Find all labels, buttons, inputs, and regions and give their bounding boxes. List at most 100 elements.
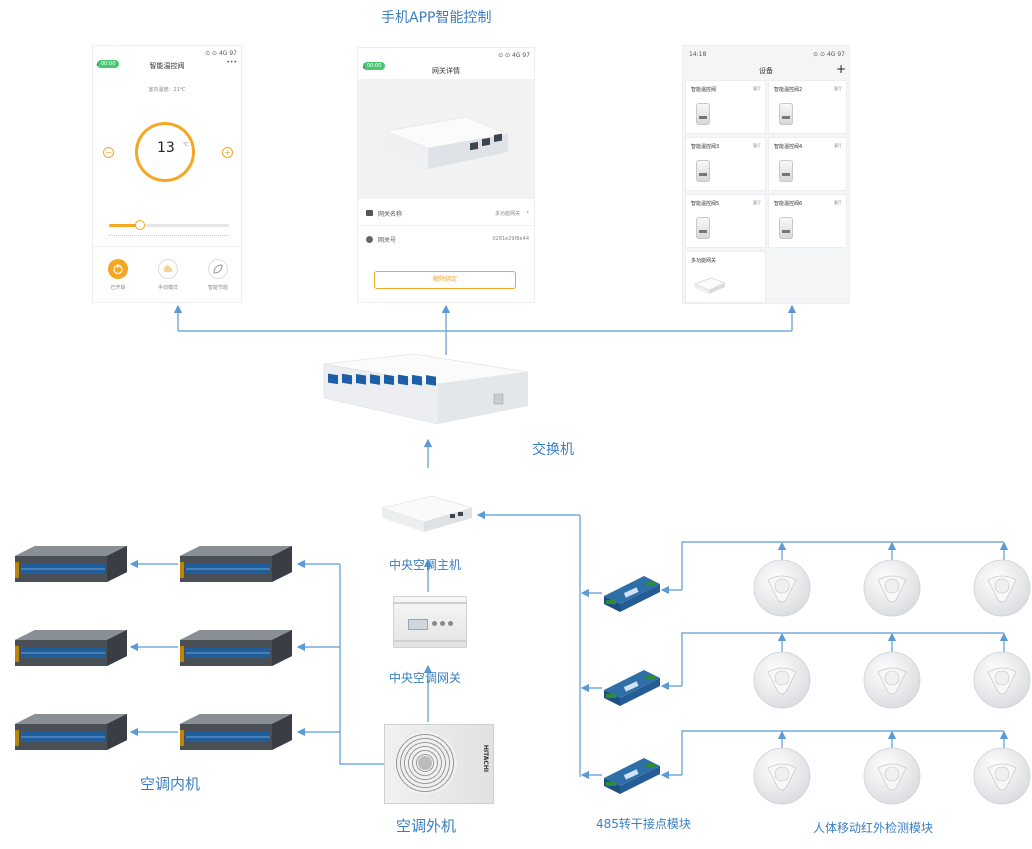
rs485-modules-group xyxy=(604,576,660,794)
temp-slider-track[interactable] xyxy=(109,224,229,227)
device-card[interactable]: 智能温控阀5 客厅 xyxy=(686,195,765,247)
device-name: 智能温控阀 xyxy=(691,87,717,93)
ir-sensor xyxy=(753,747,811,805)
outdoor-label: 空调外机 xyxy=(396,817,457,835)
device-room: 客厅 xyxy=(834,86,842,91)
temp-value: 13 xyxy=(157,140,175,156)
ir-label: 人体移动红外检测模块 xyxy=(813,821,934,835)
power-icon xyxy=(113,264,123,275)
rs485-module xyxy=(604,576,660,612)
device-room: 客厅 xyxy=(834,200,842,205)
page-title: 智能温控阀 xyxy=(149,62,185,70)
hand-icon xyxy=(164,265,172,272)
indoor-label: 空调内机 xyxy=(140,775,201,793)
device-name: 智能温控阀2 xyxy=(774,87,803,93)
device-name: 智能温控阀6 xyxy=(774,201,803,207)
device-card[interactable]: 智能温控阀6 客厅 xyxy=(769,195,846,247)
gateway-id-label: 网关号 xyxy=(378,237,397,244)
eco-mode-button[interactable] xyxy=(208,259,228,279)
ir-sensor xyxy=(973,651,1031,709)
temp-dial xyxy=(135,122,195,182)
ir-sensor xyxy=(973,559,1031,617)
indoor-units-group xyxy=(14,545,293,750)
add-device-icon[interactable]: + xyxy=(835,62,846,76)
gateway-device-image xyxy=(384,116,510,169)
unbind-button[interactable]: 解除绑定 xyxy=(374,271,516,289)
leaf-icon xyxy=(213,264,223,274)
ir-sensors-group xyxy=(753,559,1031,805)
slider-ticks xyxy=(109,232,229,236)
device-card[interactable]: 智能温控阀4 客厅 xyxy=(769,138,846,190)
ir-sensor xyxy=(753,559,811,617)
diagram-title: 手机APP智能控制 xyxy=(381,10,492,26)
gateway-label: 中央空调网关 xyxy=(389,671,462,685)
ir-sensor xyxy=(863,747,921,805)
power-button[interactable] xyxy=(108,259,128,279)
device-card[interactable]: 智能温控阀 客厅 xyxy=(686,81,765,133)
gateway-photo-panel xyxy=(358,79,534,199)
power-label: 已开启 xyxy=(110,285,126,291)
indoor-unit xyxy=(179,629,293,667)
device-card[interactable]: 智能温控阀3 客厅 xyxy=(686,138,765,190)
plus-icon: + xyxy=(224,148,231,157)
phone-gateway-screen: 00:00 ⊙ ⊙ 4G 97 ‹ 网关详情 网关名称 多功能网关 › 网关号 … xyxy=(358,48,534,302)
minus-button[interactable]: − xyxy=(103,147,114,158)
central-host-image xyxy=(380,495,474,532)
gateway-id-row: 网关号 0281e29f8e44 xyxy=(358,229,534,251)
ir-sensor xyxy=(753,651,811,709)
status-icons: ⊙ ⊙ 4G 97 xyxy=(813,51,845,58)
outdoor-brand: HITACHI xyxy=(481,744,489,773)
ac-gateway-image xyxy=(393,596,467,648)
gateway-name-row[interactable]: 网关名称 多功能网关 › xyxy=(358,203,534,226)
device-card[interactable]: 智能温控阀2 客厅 xyxy=(769,81,846,133)
manual-mode-button[interactable] xyxy=(158,259,178,279)
gateway-name-label: 网关名称 xyxy=(378,211,403,218)
indoor-temp: 室内温度：21℃ xyxy=(148,87,186,93)
gateway-thumb-icon xyxy=(694,277,726,294)
valve-icon xyxy=(696,217,710,239)
outdoor-unit-image: HITACHI xyxy=(384,724,494,804)
indoor-unit xyxy=(179,713,293,750)
gateway-card[interactable]: 多功能网关 xyxy=(686,252,765,302)
gateway-name-value: 多功能网关 xyxy=(494,211,520,217)
plus-button[interactable]: + xyxy=(222,147,233,158)
gateway-id-value: 0281e29f8e44 xyxy=(492,236,529,242)
status-icons: ⊙ ⊙ 4G 97 xyxy=(205,50,237,57)
back-icon[interactable]: ‹ xyxy=(362,63,366,73)
eco-mode-label: 智能节能 xyxy=(207,285,228,291)
status-pill: 00:00 xyxy=(97,60,120,68)
chevron-right-icon: › xyxy=(526,208,529,216)
ir-sensor xyxy=(973,747,1031,805)
rs485-label: 485转干接点模块 xyxy=(596,817,691,831)
minus-icon: − xyxy=(105,148,112,157)
indoor-unit xyxy=(14,545,128,583)
indoor-unit xyxy=(14,713,128,750)
gateway-card-name: 多功能网关 xyxy=(691,258,717,264)
status-icons: ⊙ ⊙ 4G 97 xyxy=(498,52,530,59)
rs485-module xyxy=(604,670,660,706)
more-icon[interactable]: ••• xyxy=(226,59,237,66)
device-name: 智能温控阀5 xyxy=(691,201,720,207)
device-room: 客厅 xyxy=(753,200,761,205)
valve-icon xyxy=(779,217,793,239)
status-pill: 00:00 xyxy=(363,62,386,70)
rs485-module xyxy=(604,758,660,794)
device-name: 智能温控阀3 xyxy=(691,144,720,150)
temp-unit: ℃ xyxy=(183,142,189,148)
indoor-unit xyxy=(14,629,128,667)
valve-icon xyxy=(779,160,793,182)
page-title: 网关详情 xyxy=(432,67,460,75)
network-switch-image xyxy=(323,353,529,425)
phone-thermostat-screen: 00:00 ⊙ ⊙ 4G 97 ‹ 智能温控阀 ••• 室内温度：21℃ 13 … xyxy=(93,46,241,302)
phone-device-list-screen: 14:18 ⊙ ⊙ 4G 97 设备 + 智能温控阀 客厅 智能温控阀2 客厅 … xyxy=(683,46,849,303)
temp-slider-handle[interactable] xyxy=(135,220,145,230)
ir-sensor xyxy=(863,559,921,617)
back-icon[interactable]: ‹ xyxy=(96,60,100,69)
device-room: 客厅 xyxy=(834,143,842,148)
device-name: 智能温控阀4 xyxy=(774,144,803,150)
device-room: 客厅 xyxy=(753,143,761,148)
gateway-name-icon xyxy=(366,210,373,216)
page-title: 设备 xyxy=(759,67,773,75)
ir-sensor xyxy=(863,651,921,709)
